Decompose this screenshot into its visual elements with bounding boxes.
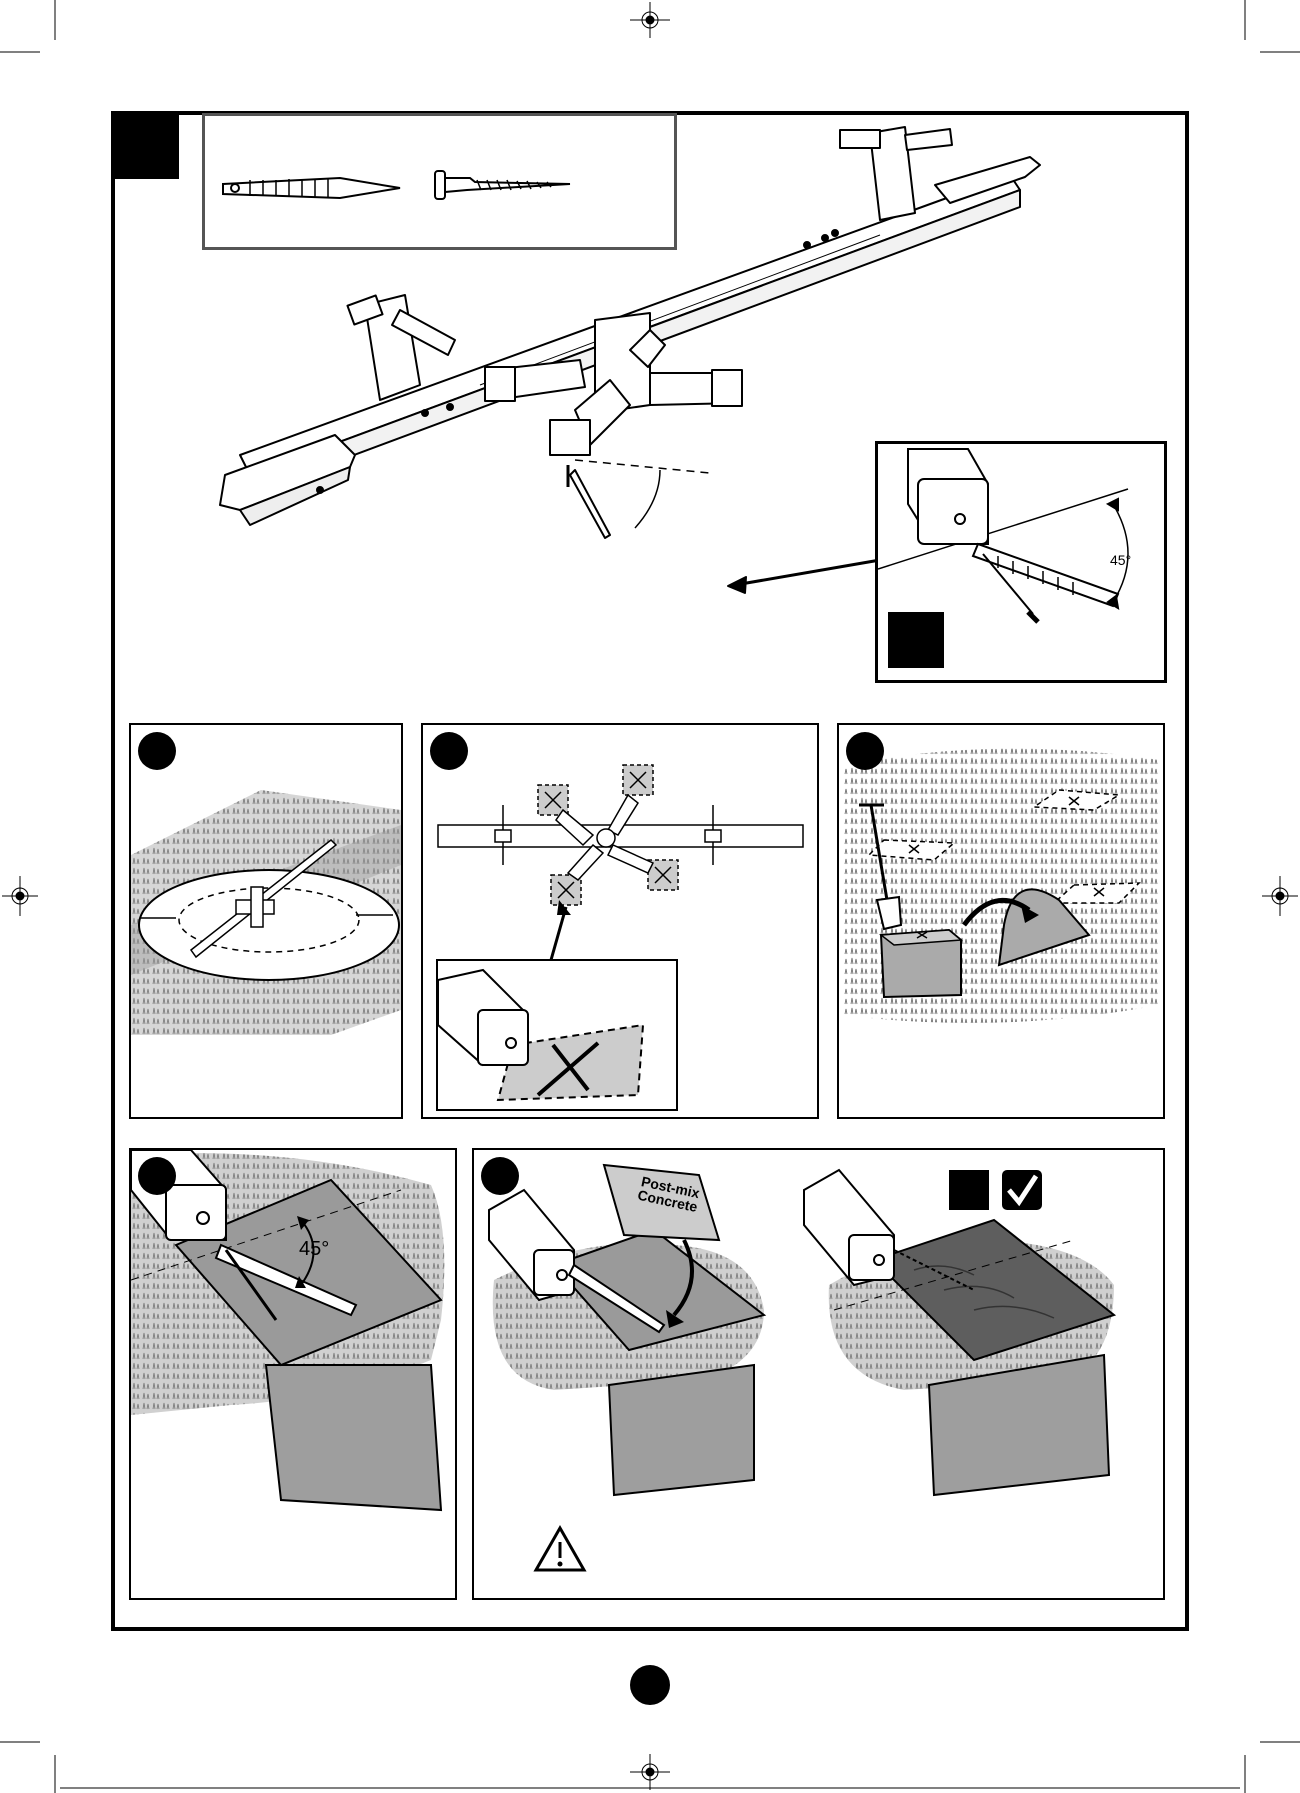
inset-step-block: [888, 612, 944, 668]
step1-safety-zone-panel: [129, 723, 403, 1119]
safety-clearance-zone-illustration: [131, 725, 401, 1117]
inset-stake-angle-detail: 45°: [875, 441, 1167, 683]
pointer-arrow: [735, 560, 880, 585]
step-number-dot-1: [138, 732, 176, 770]
step5-concrete-panel: Post-mix Concrete: [472, 1148, 1165, 1600]
stake-in-hole-45-degree-illustration: [131, 1150, 455, 1598]
page-number-dot: [630, 1665, 670, 1705]
ground-stake-near-leg: [570, 470, 610, 538]
step-number-dot-5: [481, 1157, 519, 1195]
step-number-dot-3: [846, 732, 884, 770]
step2-marking-panel: [421, 723, 819, 1119]
crosshair-icon-right: [1262, 876, 1298, 916]
crosshair-icon-top: [630, 2, 670, 38]
dig-holes-illustration: [839, 725, 1163, 1117]
angle-label-inset: 45°: [1110, 552, 1131, 568]
warning-triangle-icon: [536, 1528, 584, 1570]
step-number-dot-2: [430, 732, 468, 770]
step3-digging-panel: [837, 723, 1165, 1119]
crosshair-icon-bottom: [630, 1754, 670, 1790]
crosshair-icon-left: [2, 876, 38, 916]
pour-concrete-illustration: [474, 1150, 1163, 1598]
top-view-leg-markings-illustration: [423, 725, 817, 1117]
step-number-dot-4: [138, 1157, 176, 1195]
step4-stake-angle-panel: 45°: [129, 1148, 457, 1600]
angle-label-step4: 45°: [299, 1238, 329, 1261]
step-number-block: [113, 113, 179, 179]
